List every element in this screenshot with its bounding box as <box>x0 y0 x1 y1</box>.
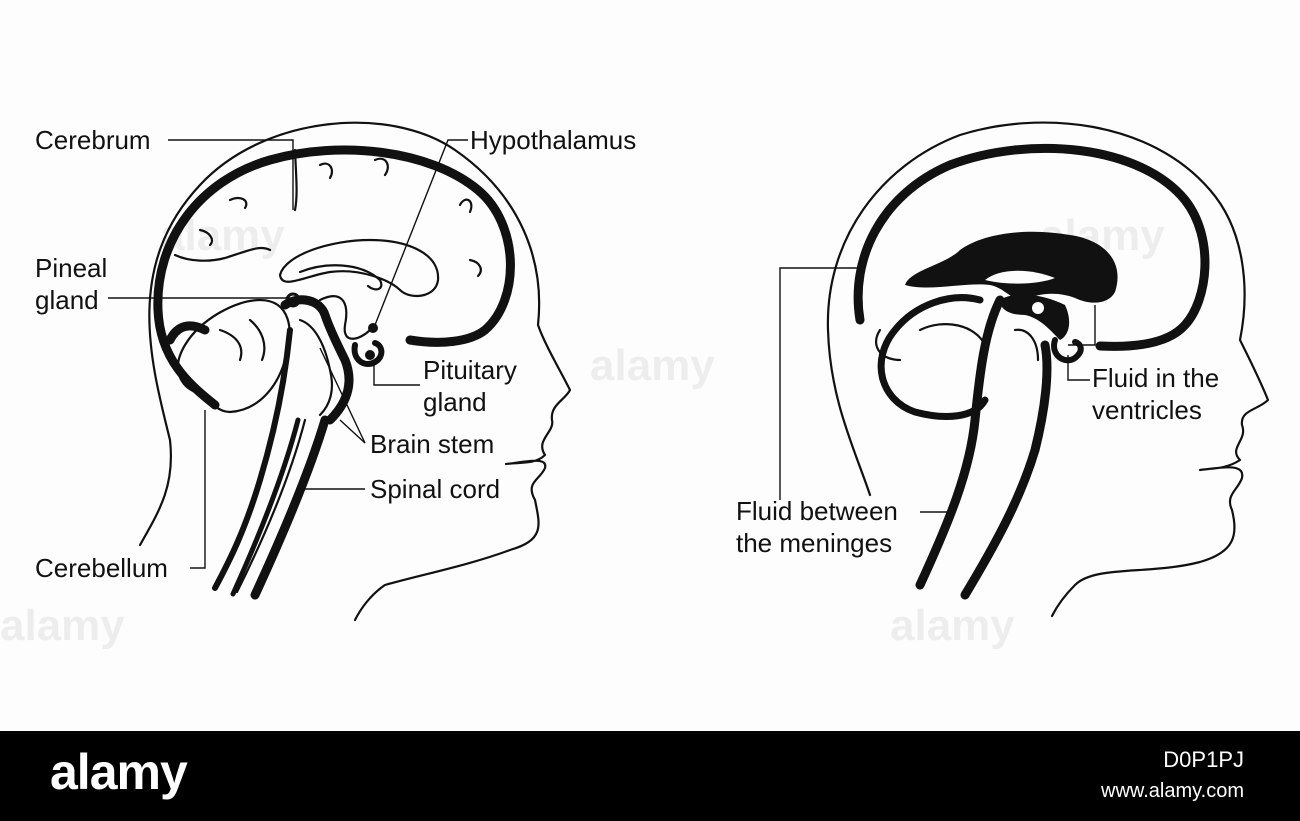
leader-meninges-1 <box>779 267 858 500</box>
left-brain-stem-outline <box>280 295 354 425</box>
right-brain-stem <box>915 295 1005 590</box>
left-cerebellum <box>176 298 291 414</box>
leader-cerebellum <box>190 410 206 569</box>
leader-brain-stem-2 <box>319 347 366 444</box>
left-hypothalamus-dot <box>368 323 378 333</box>
leader-hypothalamus <box>374 139 468 326</box>
left-pituitary <box>351 340 385 367</box>
svg-text:alamy: alamy <box>0 601 125 650</box>
left-brain-outline <box>153 145 515 410</box>
label-pituitary-line1: Pituitary <box>423 355 517 385</box>
left-spinal-cord-center <box>235 418 307 594</box>
watermark-overlay: alamy alamy alamy alamy alamy <box>0 211 1165 650</box>
left-cerebellum-membrane <box>165 321 210 345</box>
watermark-footer: alamy D0P1PJ www.alamy.com <box>0 731 1300 821</box>
svg-text:alamy: alamy <box>890 601 1015 650</box>
label-ventricles-line1: Fluid in the <box>1092 363 1219 393</box>
svg-text:alamy: alamy <box>590 341 715 390</box>
leader-brain-stem-1 <box>339 419 366 444</box>
alamy-logo: alamy <box>50 744 188 800</box>
label-cerebellum: Cerebellum <box>35 553 168 583</box>
right-head-outline <box>826 121 1270 618</box>
left-spinal-cord-back <box>212 327 293 591</box>
label-hypothalamus: Hypothalamus <box>470 125 636 155</box>
right-cerebellum-membrane <box>877 294 989 420</box>
image-id: D0P1PJ <box>1163 747 1244 772</box>
label-pineal-line2: gland <box>35 285 99 315</box>
leader-ventricles-2 <box>1068 305 1096 346</box>
right-head-diagram: Fluid in the ventricles Fluid between th… <box>736 121 1270 618</box>
label-cerebrum: Cerebrum <box>35 125 151 155</box>
label-meninges-line1: Fluid between <box>736 496 898 526</box>
right-ventricles <box>905 231 1118 303</box>
right-spinal-cord <box>960 340 1052 600</box>
leader-ventricles-1 <box>1067 355 1090 381</box>
right-brain-outline <box>853 143 1210 351</box>
left-head-diagram: Cerebrum Hypothalamus Pineal gland Pitui… <box>35 121 636 622</box>
site-url: www.alamy.com <box>1101 780 1244 802</box>
label-spinal-cord: Spinal cord <box>370 474 500 504</box>
label-ventricles-line2: ventricles <box>1092 395 1202 425</box>
label-pituitary-line2: gland <box>423 387 487 417</box>
left-head-outline <box>138 121 572 622</box>
leader-cerebrum <box>168 139 294 210</box>
label-brain-stem: Brain stem <box>370 429 494 459</box>
anatomy-diagram: alamy alamy alamy alamy alamy <box>0 121 1270 650</box>
label-pineal-line1: Pineal <box>35 253 107 283</box>
label-meninges-line2: the meninges <box>736 528 892 558</box>
left-corpus-callosum <box>278 238 440 298</box>
right-third-ventricle <box>1000 294 1070 340</box>
left-spinal-cord-front <box>250 415 330 600</box>
leader-pituitary <box>373 362 420 386</box>
